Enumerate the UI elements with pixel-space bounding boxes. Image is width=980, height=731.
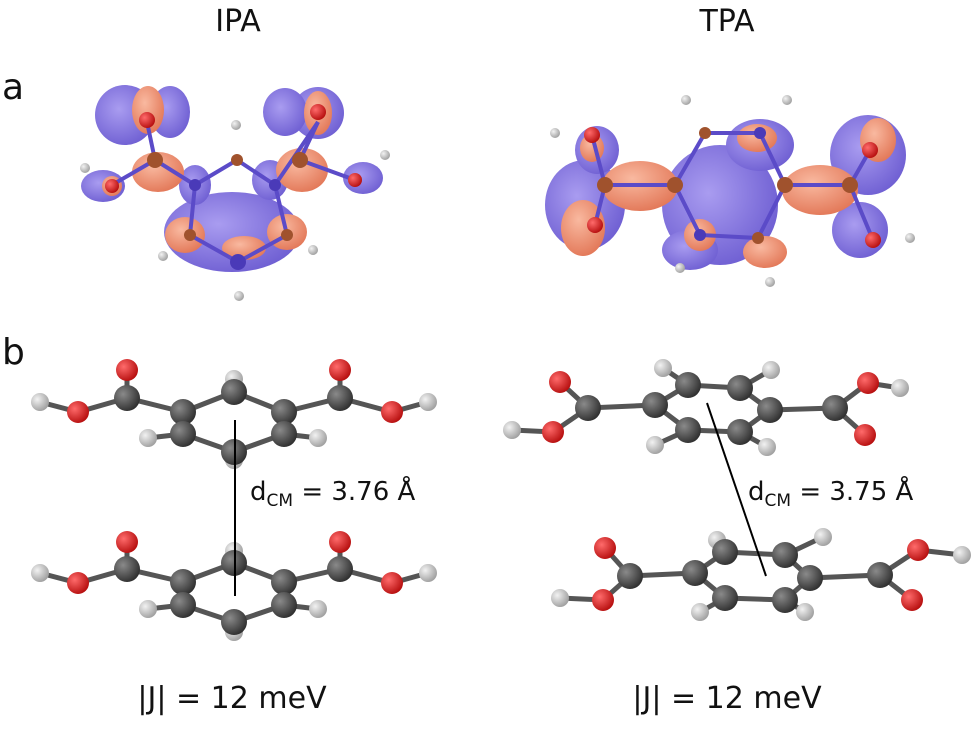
tpa-bottom-molecule: [551, 528, 971, 621]
tpa-coupling-label: |J| = 12 meV: [632, 681, 822, 716]
panel-label-b: b: [2, 332, 25, 373]
ipa-coupling-label: |J| = 12 meV: [137, 681, 327, 716]
tpa-orbital-model: [545, 95, 915, 287]
panel-label-a: a: [2, 67, 24, 108]
header-tpa: TPA: [698, 4, 754, 39]
ipa-distance-label: dCM = 3.76 Å: [250, 475, 416, 511]
ipa-top-molecule: [31, 359, 437, 469]
header-ipa: IPA: [215, 4, 261, 39]
tpa-distance-line: [706, 402, 767, 577]
tpa-top-molecule: [503, 359, 909, 456]
tpa-distance-label: dCM = 3.75 Å: [748, 475, 914, 511]
ipa-orbital-model: [80, 85, 390, 301]
